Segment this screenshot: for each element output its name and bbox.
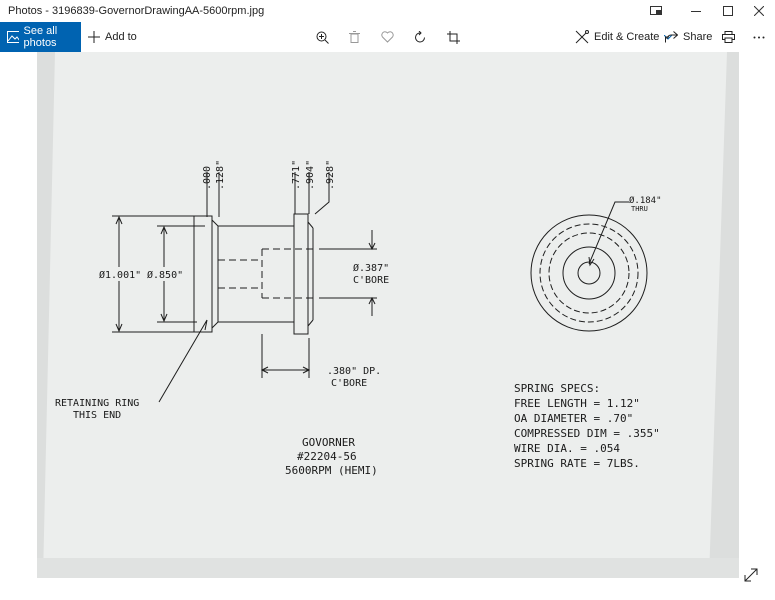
toolbar: See all photos Add to Edit & Create Shar… — [0, 22, 775, 52]
share-button[interactable]: Share — [665, 22, 712, 52]
fullscreen-button[interactable] — [742, 566, 760, 584]
compact-overlay-button[interactable] — [640, 0, 672, 22]
minimize-button[interactable] — [680, 0, 712, 22]
dim-000: .000 — [202, 166, 213, 190]
spring-diameter: OA DIAMETER = .70" — [514, 412, 633, 425]
dia-850: Ø.850" — [147, 269, 183, 281]
spring-compressed: COMPRESSED DIM = .355" — [514, 427, 660, 440]
photo-viewer: .000 .128" .771" .904" .928" Ø1.001" Ø.8… — [0, 52, 775, 600]
print-button[interactable] — [720, 22, 736, 52]
part-name: GOVORNER — [302, 436, 355, 449]
part-number: #22204-56 — [297, 450, 357, 463]
thru-dia: Ø.184" — [629, 195, 662, 206]
edit-create-button[interactable]: Edit & Create — [575, 22, 673, 52]
close-icon — [754, 6, 764, 16]
plus-icon — [88, 31, 100, 43]
governor-drawing: .000 .128" .771" .904" .928" Ø1.001" Ø.8… — [37, 52, 739, 578]
title-bar: Photos - 3196839-GovernorDrawingAA-5600r… — [0, 0, 775, 22]
dim-771: .771" — [291, 160, 302, 190]
delete-button[interactable] — [346, 22, 362, 52]
expand-icon — [744, 568, 758, 582]
edit-create-label: Edit & Create — [594, 31, 660, 43]
add-to-label: Add to — [105, 31, 137, 43]
maximize-button[interactable] — [712, 0, 744, 22]
add-to-button[interactable]: Add to — [88, 22, 137, 52]
photo: .000 .128" .771" .904" .928" Ø1.001" Ø.8… — [37, 52, 739, 578]
trash-icon — [348, 31, 360, 43]
photo-icon — [7, 31, 19, 43]
favorite-button[interactable] — [379, 22, 395, 52]
printer-icon — [721, 31, 735, 43]
dp-380: .380" DP. — [327, 366, 381, 377]
rotate-button[interactable] — [412, 22, 428, 52]
zoom-button[interactable] — [314, 22, 330, 52]
edit-create-icon — [575, 30, 589, 44]
spring-specs-title: SPRING SPECS: — [514, 382, 600, 395]
dia-1001: Ø1.001" — [99, 269, 141, 281]
retaining-ring-label: RETAINING RING — [55, 398, 139, 409]
compact-overlay-icon — [650, 6, 662, 15]
dim-904: .904" — [305, 160, 316, 190]
cbore-label-1: C'BORE — [353, 275, 389, 286]
window-title: Photos - 3196839-GovernorDrawingAA-5600r… — [8, 5, 265, 17]
heart-icon — [380, 31, 394, 43]
chevron-down-icon — [664, 34, 673, 40]
close-button[interactable] — [743, 0, 775, 22]
thru-label: THRU — [631, 205, 648, 213]
rotate-icon — [414, 30, 425, 42]
share-icon — [665, 31, 678, 43]
spring-free-length: FREE LENGTH = 1.12" — [514, 397, 640, 410]
share-label: Share — [683, 31, 713, 43]
retaining-ring-end-label: THIS END — [73, 410, 121, 421]
see-all-photos-button[interactable]: See all photos — [0, 22, 81, 52]
maximize-icon — [723, 6, 733, 16]
dia-387: Ø.387" — [353, 262, 389, 274]
more-icon — [753, 36, 765, 38]
spring-wire-dia: WIRE DIA. = .054 — [514, 442, 620, 455]
part-rpm: 5600RPM (HEMI) — [285, 464, 378, 477]
more-options-button[interactable] — [751, 22, 767, 52]
dim-128: .128" — [215, 160, 226, 190]
cbore-label-2: C'BORE — [331, 378, 367, 389]
minimize-icon — [691, 11, 701, 12]
crop-button[interactable] — [445, 22, 461, 52]
spring-rate: SPRING RATE = 7LBS. — [514, 457, 640, 470]
see-all-photos-label: See all photos — [23, 25, 58, 49]
zoom-in-icon — [316, 31, 329, 44]
crop-icon — [446, 30, 460, 44]
dim-928: .928" — [325, 160, 336, 190]
